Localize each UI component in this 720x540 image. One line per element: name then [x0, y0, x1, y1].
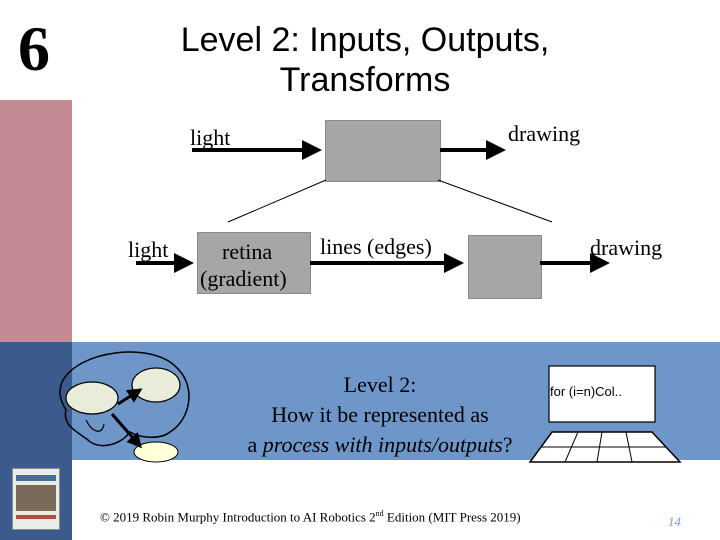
zoom-line-left: [227, 179, 327, 223]
drawing-stage-box: [468, 235, 542, 299]
brain-sketch-icon: [59, 351, 190, 463]
level-line-2: How it be represented as: [271, 402, 489, 427]
computer-sketch-icon: [528, 365, 682, 463]
level-question: Level 2: How it be represented as a proc…: [210, 370, 550, 460]
slide-title: Level 2: Inputs, Outputs, Transforms: [100, 20, 630, 100]
lines-edges-label: lines (edges): [320, 234, 432, 259]
level-line-3-prefix: a: [247, 432, 263, 457]
level-line-3-suffix: ?: [502, 432, 513, 457]
retina-stage-label: retina: [222, 239, 273, 264]
title-line-1: Level 2: Inputs, Outputs,: [180, 21, 550, 59]
page-number: 14: [668, 514, 681, 529]
sidebar-top-bar: [0, 100, 72, 342]
level-line-3-emphasis: process with inputs/outputs: [262, 432, 503, 457]
book-cover-icon: [12, 468, 60, 530]
gradient-stage-label: (gradient): [200, 266, 287, 291]
pipeline-input-label: light: [128, 237, 169, 262]
footer-copyright: © 2019 Robin Murphy Introduction to AI R…: [100, 509, 521, 525]
top-output-label: drawing: [508, 121, 581, 146]
level-line-3: a process with inputs/outputs?: [210, 430, 550, 460]
footer-prefix: © 2019 Robin Murphy Introduction to AI R…: [100, 509, 376, 525]
level-line-1: Level 2:: [343, 372, 417, 397]
title-line-2: Transforms: [279, 61, 451, 99]
footer-suffix: Edition (MIT Press 2019): [383, 509, 521, 525]
zoom-line-right: [437, 179, 553, 223]
chapter-number: 6: [18, 13, 50, 84]
top-input-label: light: [190, 125, 231, 150]
footer-superscript: nd: [375, 509, 384, 518]
transform-black-box: [325, 120, 441, 182]
code-snippet: for (i=n)Col..: [550, 384, 622, 399]
